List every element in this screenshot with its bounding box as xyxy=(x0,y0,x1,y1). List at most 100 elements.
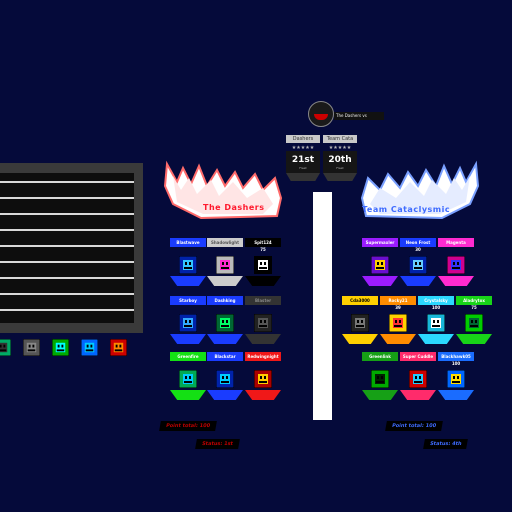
team-name-right: Team Cataclysmic xyxy=(362,205,451,214)
team-tag-left: Dashers xyxy=(286,135,320,143)
player-card[interactable]: Supermaxler xyxy=(362,238,398,294)
event-logo-icon xyxy=(308,101,334,127)
player-score xyxy=(438,247,474,253)
center-divider xyxy=(313,192,332,420)
leaderboard-row[interactable] xyxy=(0,309,134,311)
player-name: Rocky21 xyxy=(380,296,416,305)
player-card[interactable]: Redwingnight xyxy=(245,352,281,408)
player-card[interactable]: Greenfire xyxy=(170,352,206,408)
player-cube-icon xyxy=(370,369,390,389)
player-card[interactable]: Starboy xyxy=(170,296,206,352)
player-podium xyxy=(400,390,436,400)
player-card[interactable]: Blastwave xyxy=(170,238,206,294)
player-name: Greenfire xyxy=(170,352,206,361)
leaderboard-row[interactable] xyxy=(0,261,134,263)
player-podium xyxy=(245,334,281,344)
player-score: 100 xyxy=(431,305,441,310)
player-name: Magenta xyxy=(438,238,474,247)
player-cube-icon xyxy=(408,369,428,389)
leaderboard-player-icon[interactable] xyxy=(0,338,12,357)
player-name: Aladrytox xyxy=(456,296,492,305)
leaderboard-row[interactable] xyxy=(0,293,134,295)
player-name: Greenlink xyxy=(362,352,398,361)
player-cube-icon xyxy=(178,255,198,275)
player-podium xyxy=(207,390,243,400)
team-banner-right: Team Cataclysmic xyxy=(358,160,480,220)
leaderboard-player-icon[interactable] xyxy=(51,338,70,357)
player-card[interactable]: Shadowlight xyxy=(207,238,243,294)
player-podium xyxy=(418,334,454,344)
player-card[interactable]: Super Cuddle xyxy=(400,352,436,408)
player-score xyxy=(207,305,243,311)
player-name: Redwingnight xyxy=(245,352,281,361)
leaderboard-row[interactable] xyxy=(0,245,134,247)
player-card[interactable]: Greenlink xyxy=(362,352,398,408)
player-score xyxy=(170,247,206,253)
player-score xyxy=(362,247,398,253)
player-cube-icon xyxy=(178,369,198,389)
player-cube-icon xyxy=(388,313,408,333)
player-podium xyxy=(438,390,474,400)
player-podium xyxy=(170,390,206,400)
player-score: 30 xyxy=(415,247,421,252)
player-podium xyxy=(342,334,378,344)
rank-left-base xyxy=(286,173,320,181)
points-total-right: Point total: 100 xyxy=(385,421,443,431)
leaderboard-player-icon[interactable] xyxy=(22,338,41,357)
player-podium xyxy=(380,334,416,344)
player-name: Shadowlight xyxy=(207,238,243,247)
player-score xyxy=(170,305,206,311)
player-card[interactable]: Blackstar xyxy=(207,352,243,408)
leaderboard-player-icon[interactable] xyxy=(109,338,128,357)
leaderboard-row[interactable] xyxy=(0,181,134,183)
player-score xyxy=(245,305,281,311)
player-podium xyxy=(245,276,281,286)
player-podium xyxy=(362,276,398,286)
player-score: 75 xyxy=(260,247,266,252)
player-podium xyxy=(207,276,243,286)
player-cube-icon xyxy=(253,369,273,389)
player-card[interactable]: Dashking xyxy=(207,296,243,352)
player-podium xyxy=(207,334,243,344)
player-name: Blastwave xyxy=(170,238,206,247)
player-cube-icon xyxy=(253,313,273,333)
event-caption: The Dashers vs xyxy=(334,112,384,120)
leaderboard-row[interactable] xyxy=(0,229,134,231)
player-podium xyxy=(245,390,281,400)
player-cube-icon xyxy=(253,255,273,275)
player-card[interactable]: Magenta xyxy=(438,238,474,294)
player-score: 75 xyxy=(471,305,477,310)
player-name: Cda3000 xyxy=(342,296,378,305)
player-cube-icon xyxy=(464,313,484,333)
rank-right-base xyxy=(323,173,357,181)
player-podium xyxy=(438,276,474,286)
player-card[interactable]: Cda3000 xyxy=(342,296,378,352)
team-banner-left: The Dashers xyxy=(163,160,283,220)
leaderboard-player-icon[interactable] xyxy=(80,338,99,357)
player-card[interactable]: Blaster xyxy=(245,296,281,352)
team-tag-right: Team Cata xyxy=(323,135,357,143)
rank-left: 21st xyxy=(286,151,320,173)
status-left: Status: 1st xyxy=(195,439,240,449)
player-name: Blackhawk05 xyxy=(438,352,474,361)
leaderboard-row[interactable] xyxy=(0,197,134,199)
player-cube-icon xyxy=(215,369,235,389)
player-podium xyxy=(362,390,398,400)
player-name: Spit124 xyxy=(245,238,281,247)
leaderboard-row[interactable] xyxy=(0,213,134,215)
leaderboard-panel xyxy=(0,163,143,333)
player-cube-icon xyxy=(446,369,466,389)
player-podium xyxy=(456,334,492,344)
leaderboard-row[interactable] xyxy=(0,277,134,279)
player-score xyxy=(362,361,398,367)
player-name: Supermaxler xyxy=(362,238,398,247)
player-name: Starboy xyxy=(170,296,206,305)
player-name: Blaster xyxy=(245,296,281,305)
rank-right: 20th xyxy=(323,151,357,173)
